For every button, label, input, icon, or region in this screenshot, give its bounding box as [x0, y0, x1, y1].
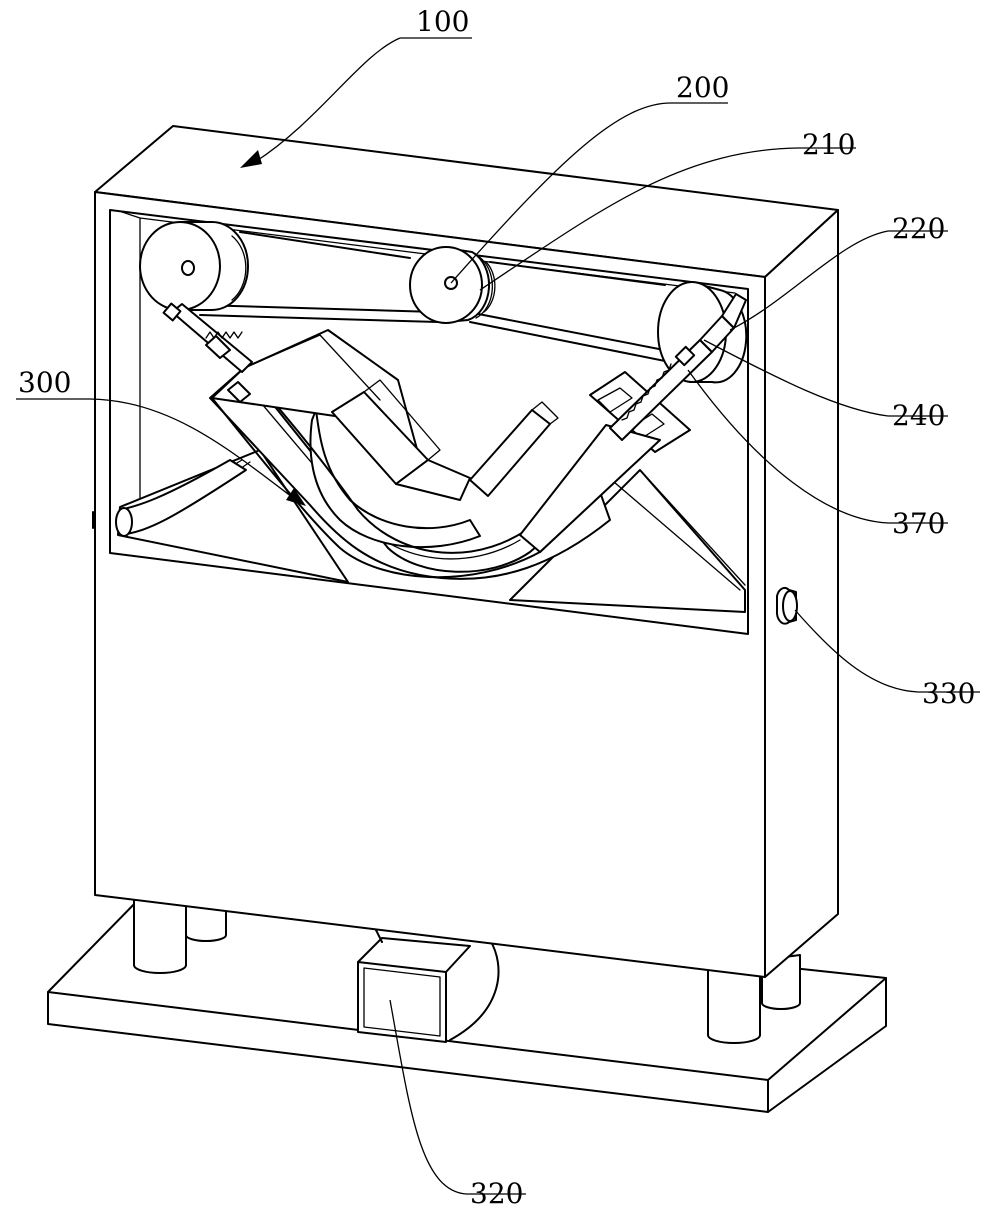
left-piston [162, 302, 253, 373]
reference-numerals: 100 200 210 220 240 300 370 330 320 [18, 5, 975, 1210]
center-pulley [409, 246, 496, 324]
support-legs [133, 899, 801, 1044]
label-240: 240 [892, 399, 945, 432]
label-330: 330 [922, 677, 975, 710]
mechanism [115, 221, 748, 613]
cabinet [92, 125, 839, 978]
label-300: 300 [18, 366, 71, 399]
drain-outlet [357, 929, 500, 1043]
label-370: 370 [892, 507, 945, 540]
label-200: 200 [676, 71, 729, 104]
control-knob [775, 587, 798, 625]
label-220: 220 [892, 212, 945, 245]
drive-belt [199, 231, 701, 369]
left-block [211, 329, 471, 501]
label-210: 210 [802, 128, 855, 161]
label-320: 320 [470, 1177, 523, 1210]
left-pulley [139, 221, 249, 311]
leader-lines [16, 37, 980, 1195]
label-100: 100 [416, 5, 469, 38]
